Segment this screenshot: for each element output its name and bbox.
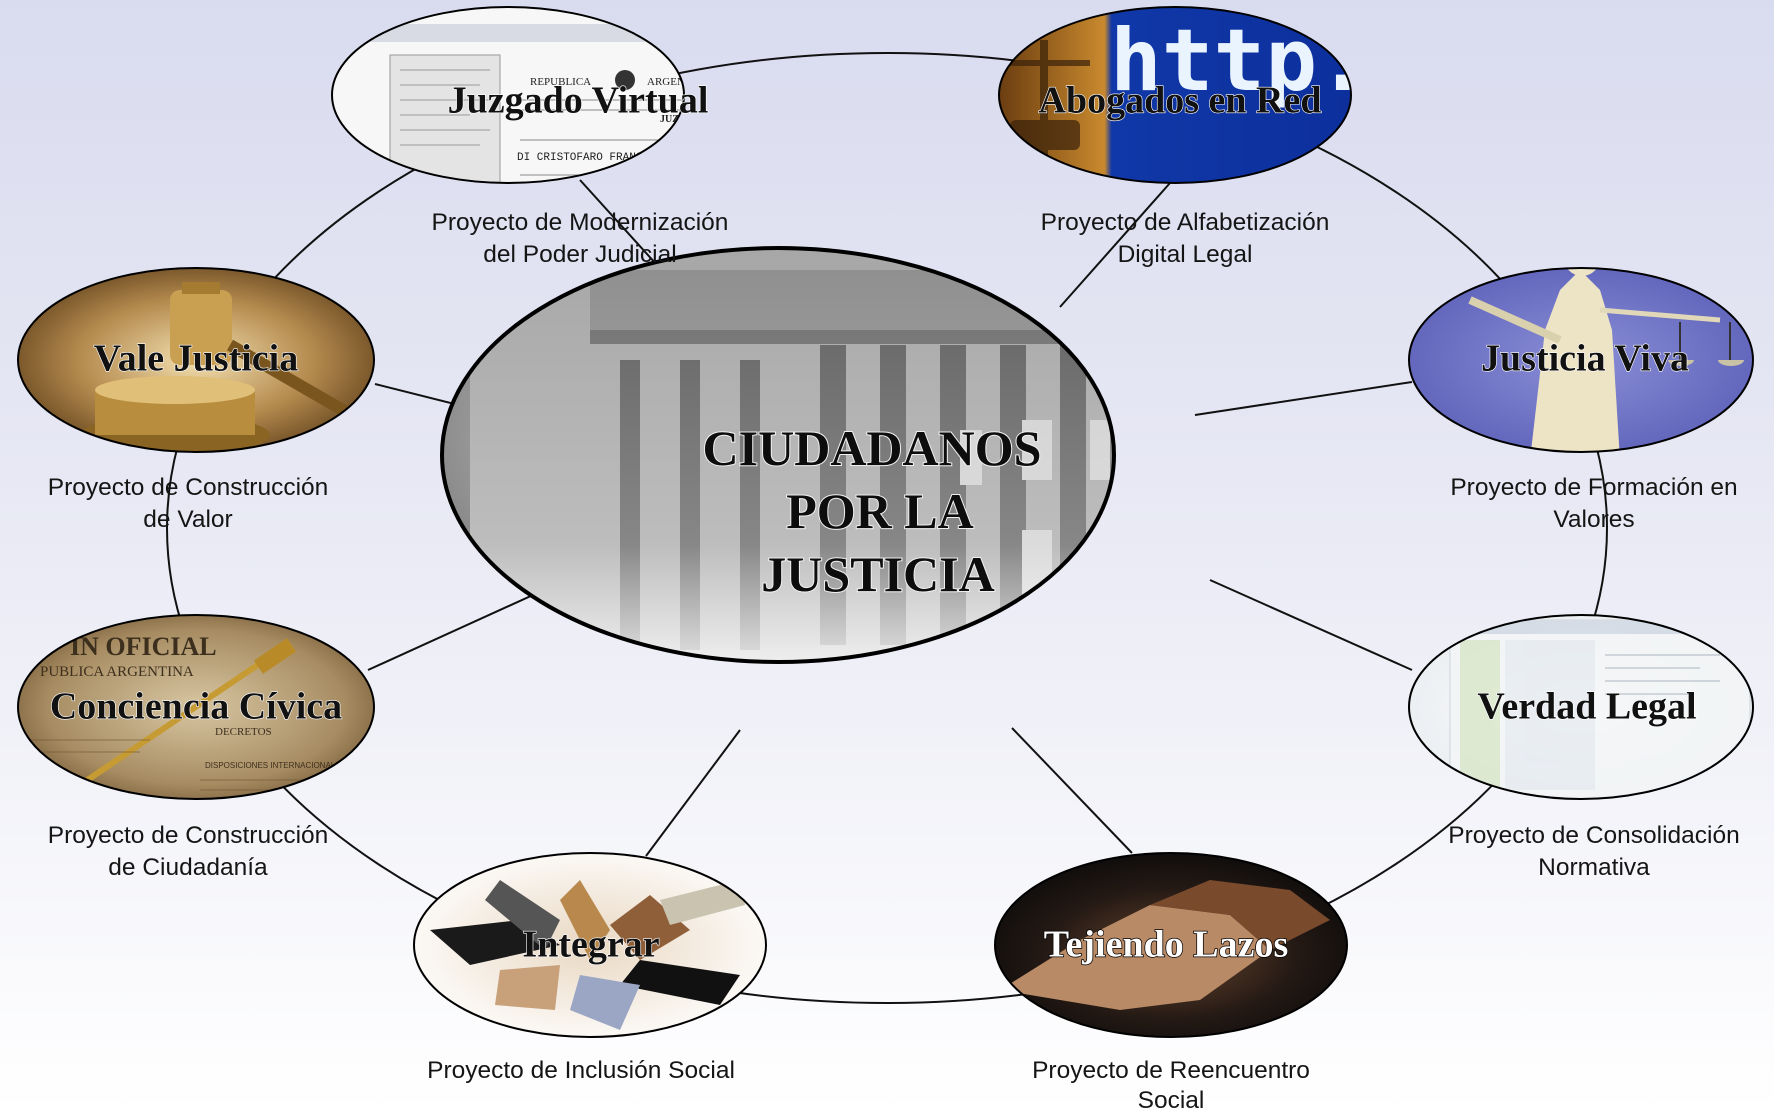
boletin-text-argentina: PUBLICA ARGENTINA xyxy=(40,664,194,680)
conciencia-civica-title: Conciencia Cívica xyxy=(50,686,342,728)
abogados-en-red-title: Abogados en Red xyxy=(1039,80,1322,122)
node-vale-justicia: Vale Justicia xyxy=(17,267,375,453)
node-justicia-viva: Justicia Viva xyxy=(1408,267,1754,453)
node-conciencia-civica: IN OFICIAL PUBLICA ARGENTINA DECRETOS DI… xyxy=(17,614,375,800)
boletin-text-decretos: DECRETOS xyxy=(215,726,272,738)
lady-justice-statue-image xyxy=(1468,268,1744,452)
verdad-legal-title: Verdad Legal xyxy=(1477,686,1696,728)
doc-text-name: DI CRISTOFARO FRANCISCO xyxy=(517,152,669,164)
center-title-line-1: CIUDADANOS xyxy=(703,420,1042,476)
node-abogados-en-red: http:// Abogados en Red xyxy=(998,6,1352,184)
juzgado-virtual-caption-1: Proyecto de Modernización xyxy=(432,209,729,236)
connector-ring xyxy=(166,52,1608,1004)
juzgado-virtual-title: Juzgado Virtual xyxy=(448,80,709,122)
center-title-line-2: POR LA xyxy=(786,483,974,539)
software-window-image xyxy=(1449,619,1751,799)
spoke-conciencia-civica xyxy=(367,584,556,671)
spoke-verdad-legal xyxy=(1209,579,1413,671)
courthouse-building-image xyxy=(470,250,1110,662)
verdad-legal-caption-1: Proyecto de Consolidación xyxy=(1448,822,1739,849)
node-verdad-legal: Verdad Legal xyxy=(1408,614,1754,800)
justicia-viva-caption-2: Valores xyxy=(1553,506,1634,533)
doc-text-argentina: ARGENTINA xyxy=(647,76,711,88)
boletin-oficial-gavel-image: IN OFICIAL PUBLICA ARGENTINA DECRETOS DI… xyxy=(30,632,346,791)
doc-text-republica: REPUBLICA xyxy=(530,76,591,88)
boletin-text-disposiciones: DISPOSICIONES INTERNACIONALES xyxy=(205,761,346,770)
spoke-abogados-en-red xyxy=(1059,182,1171,308)
integrar-title: Integrar xyxy=(522,924,659,966)
boletin-text-oficial: IN OFICIAL xyxy=(70,632,217,661)
vale-justicia-title: Vale Justicia xyxy=(94,338,298,380)
tejiendo-lazos-caption-2: Social xyxy=(1138,1087,1205,1112)
justicia-viva-title: Justicia Viva xyxy=(1481,338,1689,380)
scanned-document-image: REPUBLICA ARGENTINA JUZGADO N° 55 DI CRI… xyxy=(332,7,728,183)
doc-text-juzgado-n: JUZGADO N° xyxy=(660,114,723,125)
center-node: CIUDADANOS POR LA JUSTICIA xyxy=(440,246,1116,664)
juzgado-virtual-caption-2: del Poder Judicial xyxy=(483,241,676,268)
integrar-caption-1: Proyecto de Inclusión Social xyxy=(427,1057,735,1084)
node-juzgado-virtual: REPUBLICA ARGENTINA JUZGADO N° 55 DI CRI… xyxy=(331,6,728,184)
stacked-hands-image xyxy=(430,880,745,1030)
node-tejiendo-lazos: Tejiendo Lazos xyxy=(994,852,1348,1038)
conciencia-civica-caption-2: de Ciudadanía xyxy=(108,854,268,881)
center-title-line-3: JUSTICIA xyxy=(761,546,994,602)
spoke-justicia-viva xyxy=(1194,381,1413,416)
tejiendo-lazos-caption-1: Proyecto de Reencuentro xyxy=(1032,1057,1310,1084)
abogados-en-red-caption-2: Digital Legal xyxy=(1118,241,1253,268)
spoke-integrar xyxy=(645,729,741,857)
conciencia-civica-caption-1: Proyecto de Construcción xyxy=(48,822,329,849)
spoke-tejiendo-lazos xyxy=(1011,727,1133,854)
node-integrar: Integrar xyxy=(413,852,767,1038)
tejiendo-lazos-title: Tejiendo Lazos xyxy=(1044,924,1289,966)
captions: Proyecto de Modernización del Poder Judi… xyxy=(48,209,1740,1112)
doc-text-55: 55 xyxy=(710,112,728,132)
vale-justicia-caption-2: de Valor xyxy=(143,506,232,533)
http-scales-image: http:// xyxy=(1000,11,1351,170)
vale-justicia-caption-1: Proyecto de Construcción xyxy=(48,474,329,501)
abogados-en-red-caption-1: Proyecto de Alfabetización xyxy=(1041,209,1330,236)
justicia-viva-caption-1: Proyecto de Formación en xyxy=(1450,474,1737,501)
verdad-legal-caption-2: Normativa xyxy=(1538,854,1650,881)
